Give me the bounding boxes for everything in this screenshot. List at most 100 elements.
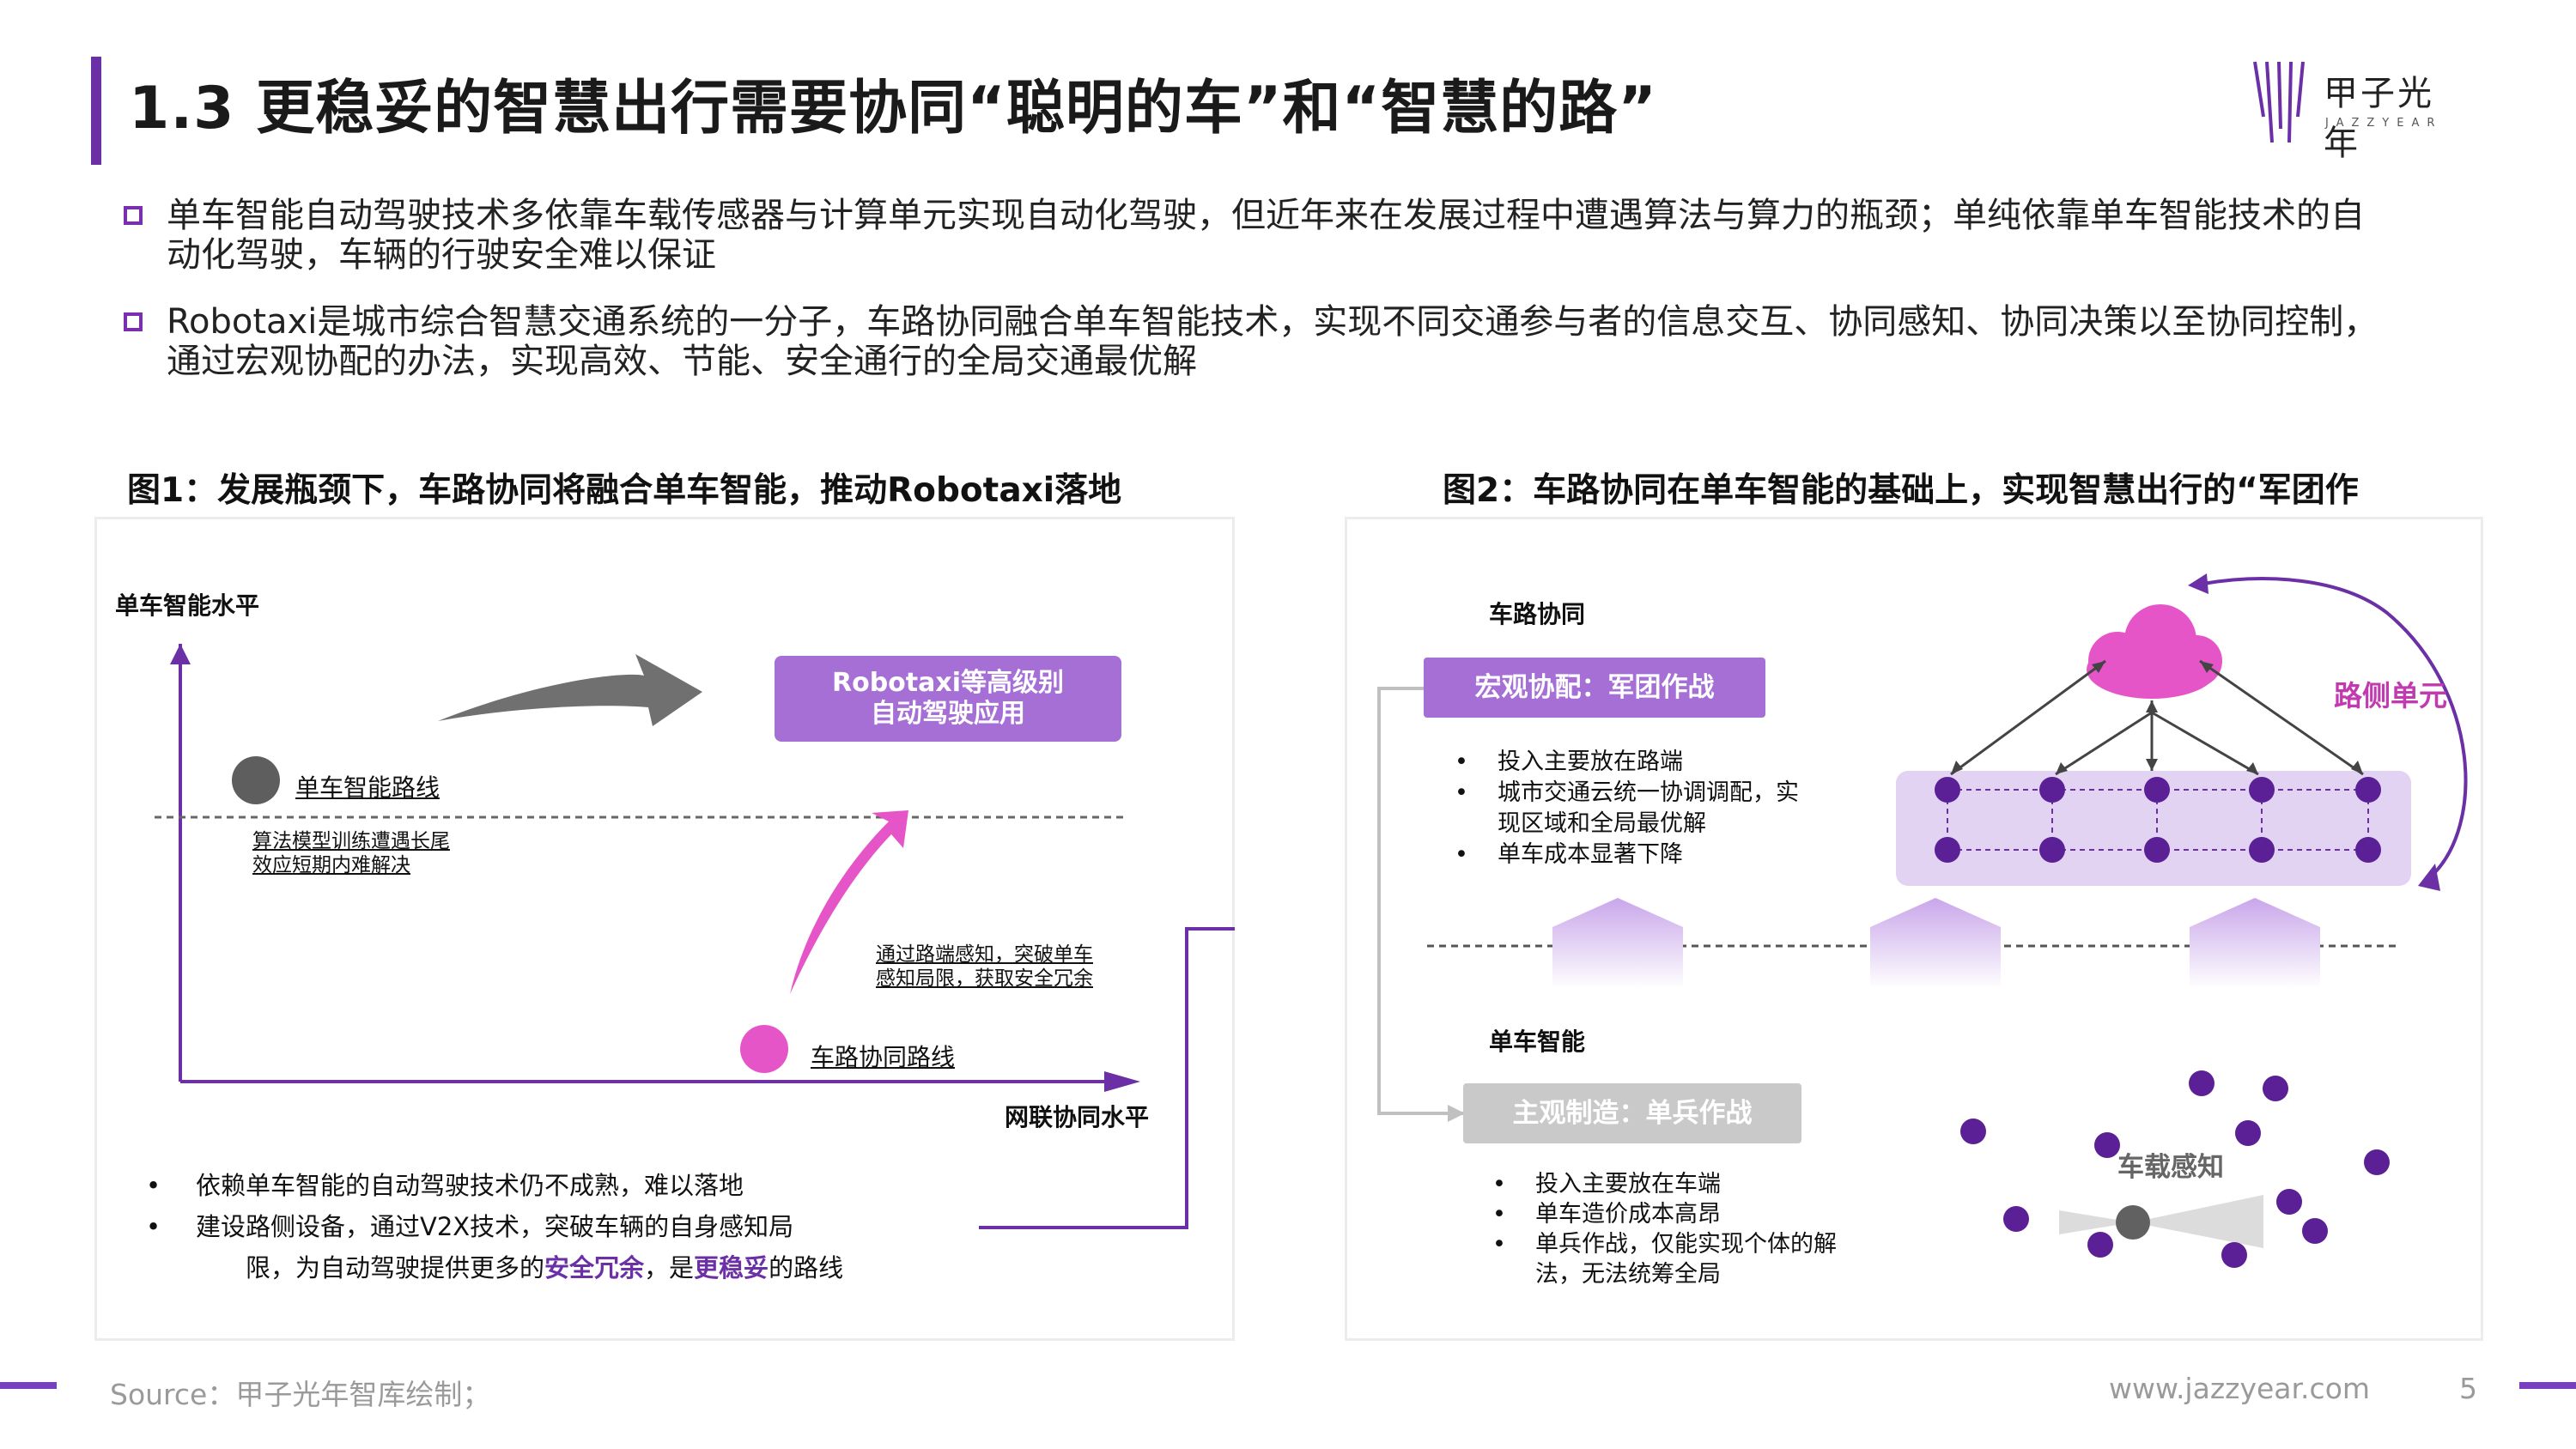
- route-single-note: 算法模型训练遭遇长尾 效应短期内难解决: [252, 829, 450, 877]
- robotaxi-box: Robotaxi等高级别 自动驾驶应用: [775, 656, 1121, 742]
- robotaxi-box-line-1: Robotaxi等高级别: [831, 668, 1064, 698]
- cloud-link-arrowheads-icon: [1951, 661, 2363, 774]
- bracket-arrow-icon: [1448, 1105, 1465, 1122]
- macro-list: • 投入主要放在路端 • 城市交通云统一协调调配，实 现区域和全局最优解 • 单车成本…: [1455, 747, 1799, 870]
- fig1-caption: 图1：发展瓶颈下，车路协同将融合单车智能，推动Robotaxi落地: [127, 471, 1122, 510]
- route-single-note-line-2: 效应短期内难解决: [252, 854, 410, 876]
- micro-list-item: • 单车造价成本高昂: [1492, 1199, 1837, 1229]
- macro-item-4: 单车成本显著下降: [1498, 841, 1683, 868]
- micro-item-1: 投入主要放在车端: [1535, 1171, 1721, 1197]
- connector-line: [979, 927, 1235, 1229]
- bullet-2-line-1: Robotaxi是城市综合智慧交通系统的一分子，车路协同融合单车智能技术，实现不…: [167, 302, 2379, 342]
- footer-accent-left: [0, 1382, 57, 1389]
- bracket-line: [1377, 687, 1463, 1115]
- sensor-label: 车载感知: [2117, 1152, 2224, 1183]
- list-bullet-icon: •: [1455, 841, 1468, 868]
- source-note: Source：甲子光年智库绘制；: [110, 1378, 491, 1411]
- fig1-list-item-2-line-2: 限，为自动驾驶提供更多的安全冗余，是更稳妥的路线: [246, 1252, 843, 1293]
- magenta-arrow-icon: [790, 810, 908, 994]
- micro-list-item: • 投入主要放在车端: [1492, 1169, 1837, 1199]
- macro-list-item: • 投入主要放在路端: [1455, 747, 1799, 778]
- fig2-diagram: [1377, 573, 2468, 1268]
- bullet-2-line-2: 通过宏观协配的办法，实现高效、节能、安全通行的全局交通最优解: [167, 342, 1197, 381]
- highlight-safety: 安全冗余: [544, 1253, 645, 1282]
- list-text: 限，为自动驾驶提供更多的: [246, 1253, 545, 1282]
- logo-mark-icon: [2253, 61, 2305, 143]
- cloud-links: [1950, 659, 2364, 776]
- y-axis-arrow-icon: [170, 644, 191, 664]
- website-link[interactable]: www.jazzyear.com: [2109, 1372, 2371, 1405]
- fig1-list-item-2-line-1: 建设路侧设备，通过V2X技术，突破车辆的自身感知局: [196, 1212, 794, 1241]
- list-text: ，是: [644, 1253, 695, 1282]
- macro-box: 宏观协配：军团作战: [1424, 658, 1765, 718]
- fig1-list-item: • 建设路侧设备，通过V2X技术，突破车辆的自身感知局: [146, 1210, 843, 1252]
- macro-item-2: 城市交通云统一协调调配，实: [1498, 779, 1799, 806]
- list-bullet-icon: •: [146, 1212, 161, 1241]
- micro-item-3: 单兵作战，仅能实现个体的解: [1535, 1231, 1837, 1258]
- footer-accent-right: [2519, 1382, 2576, 1389]
- roadside-unit-icon: [2190, 898, 2320, 989]
- roadside-label: 路侧单元: [2334, 679, 2447, 712]
- fig1-list: • 依赖单车智能的自动驾驶技术仍不成熟，难以落地 • 建设路侧设备，通过V2X技…: [146, 1169, 843, 1293]
- micro-item-2: 单车造价成本高昂: [1535, 1201, 1721, 1228]
- micro-list: • 投入主要放在车端 • 单车造价成本高昂 • 单兵作战，仅能实现个体的解 法，无法统…: [1492, 1169, 1837, 1289]
- micro-list-item: 法，无法统筹全局: [1535, 1259, 1837, 1289]
- v2x-label: 车路协同: [1489, 600, 1586, 628]
- roadside-unit-icon: [1870, 898, 2001, 989]
- roadside-curve-arrow-icon: [2418, 864, 2440, 891]
- roadside-grid-area: [1896, 771, 2411, 886]
- sensor-beam-icon: [2059, 1195, 2263, 1248]
- fig1-panel: [94, 517, 1235, 1341]
- title-accent-bar: [91, 57, 101, 165]
- micro-item-4: 法，无法统筹全局: [1535, 1261, 1721, 1288]
- bullet-1-line-2: 动化驾驶，车辆的行驶安全难以保证: [167, 235, 716, 275]
- route-v2x-label: 车路协同路线: [811, 1043, 956, 1071]
- bullet-1: 单车智能自动驾驶技术多依靠车载传感器与计算单元实现自动化驾驶，但近年来在发展过程…: [167, 196, 2365, 275]
- gray-arrow-icon: [438, 654, 702, 726]
- list-bullet-icon: •: [1455, 749, 1468, 775]
- highlight-stable: 更稳妥: [694, 1253, 769, 1282]
- micro-box: 主观制造：单兵作战: [1463, 1083, 1801, 1143]
- x-axis-arrow-icon: [1104, 1071, 1140, 1092]
- macro-item-1: 投入主要放在路端: [1498, 749, 1683, 775]
- bullet-2: Robotaxi是城市综合智慧交通系统的一分子，车路协同融合单车智能技术，实现不…: [167, 302, 2378, 381]
- robotaxi-box-line-2: 自动驾驶应用: [871, 699, 1025, 729]
- route-single-label: 单车智能路线: [295, 773, 440, 802]
- list-bullet-icon: •: [1455, 779, 1468, 806]
- micro-list-item: • 单兵作战，仅能实现个体的解: [1492, 1229, 1837, 1259]
- page-title: 1.3 更稳妥的智慧出行需要协同“聪明的车”和“智慧的路”: [129, 75, 1657, 142]
- list-bullet-icon: •: [1492, 1231, 1506, 1258]
- grid-nodes: [1935, 777, 2381, 863]
- fig2-caption-line-1: 图2：车路协同在单车智能的基础上，实现智慧出行的“军团作: [1443, 471, 2359, 510]
- y-axis-label: 单车智能水平: [115, 591, 260, 620]
- macro-list-item: 现区域和全局最优解: [1498, 809, 1799, 840]
- single-route-dot: [232, 756, 280, 804]
- roadside-curve-arrow-icon: [2188, 573, 2208, 594]
- bullet-marker: [124, 206, 143, 225]
- list-bullet-icon: •: [1492, 1171, 1506, 1197]
- list-bullet-icon: •: [1492, 1201, 1506, 1228]
- v2x-route-dot: [740, 1025, 788, 1073]
- route-v2x-note-line-1: 通过路端感知，突破单车: [876, 943, 1093, 966]
- cloud-icon: [2087, 604, 2222, 699]
- route-v2x-note-line-2: 感知局限，获取安全冗余: [876, 967, 1093, 990]
- fig1-list-item: • 依赖单车智能的自动驾驶技术仍不成熟，难以落地: [146, 1169, 843, 1210]
- macro-list-item: • 单车成本显著下降: [1455, 840, 1799, 870]
- page-number: 5: [2459, 1372, 2477, 1405]
- logo-subtext: JAZZYEAR: [2325, 117, 2443, 130]
- list-text: 的路线: [769, 1253, 844, 1282]
- fig1-list-item-1: 依赖单车智能的自动驾驶技术仍不成熟，难以落地: [196, 1171, 744, 1200]
- logo-text: 甲子光年: [2324, 74, 2434, 163]
- vehicle-sensor-dot: [2116, 1205, 2150, 1240]
- route-v2x-note: 通过路端感知，突破单车 感知局限，获取安全冗余: [876, 943, 1093, 991]
- list-bullet-icon: •: [146, 1171, 161, 1200]
- macro-item-3: 现区域和全局最优解: [1498, 810, 1706, 837]
- bullet-1-line-1: 单车智能自动驾驶技术多依靠车载传感器与计算单元实现自动化驾驶，但近年来在发展过程…: [167, 196, 2365, 235]
- logo: 甲子光年 JAZZYEAR: [2251, 57, 2449, 163]
- vehicle-dots: [1960, 1070, 2390, 1268]
- single-label: 单车智能: [1489, 1028, 1586, 1056]
- roadside-unit-icon: [1552, 898, 1683, 989]
- roadside-curve: [2202, 577, 2468, 879]
- bullet-marker: [124, 312, 143, 331]
- fig1-diagram: [155, 644, 1235, 1229]
